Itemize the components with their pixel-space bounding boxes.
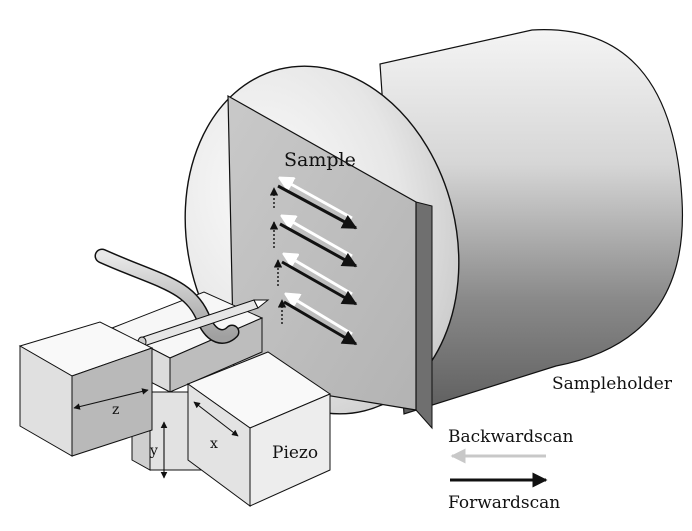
- forward-scan-line: [277, 184, 358, 230]
- probe-tip: [253, 299, 270, 309]
- backward-scan-line: [284, 254, 353, 296]
- y-axis-indicator: y: [149, 421, 168, 479]
- scan-paths: [269, 178, 358, 346]
- legend-forward-label: Forwardscan: [448, 493, 560, 513]
- piezo-x-block: x Piezo: [186, 351, 332, 507]
- cylinder-body: [379, 29, 684, 415]
- legend-backward-label: Backwardscan: [448, 427, 574, 447]
- sampleholder-label: Sampleholder: [552, 374, 673, 394]
- forward-scan-line: [279, 222, 358, 268]
- forward-scan-line: [283, 300, 358, 346]
- y-axis-label: y: [149, 443, 158, 459]
- backward-scan-line: [282, 216, 353, 258]
- legend: Backwardscan Forwardscan: [448, 427, 574, 513]
- x-axis-arrow: [193, 401, 239, 437]
- x-axis-label: x: [210, 436, 218, 452]
- sample-plate-edge: [415, 201, 433, 430]
- forward-scan-line: [281, 260, 358, 306]
- backward-scan-line: [280, 178, 353, 220]
- sample-plate-face: [227, 94, 417, 411]
- z-axis-arrow: [73, 388, 149, 410]
- tip-holder: [94, 248, 270, 348]
- z-axis-label: z: [112, 402, 119, 418]
- sample-label: Sample: [284, 149, 356, 171]
- backward-scan-line: [286, 294, 353, 336]
- sample-plate: Sample: [227, 94, 433, 430]
- piezo-z-block: z: [18, 321, 154, 457]
- piezo-label: Piezo: [272, 443, 318, 463]
